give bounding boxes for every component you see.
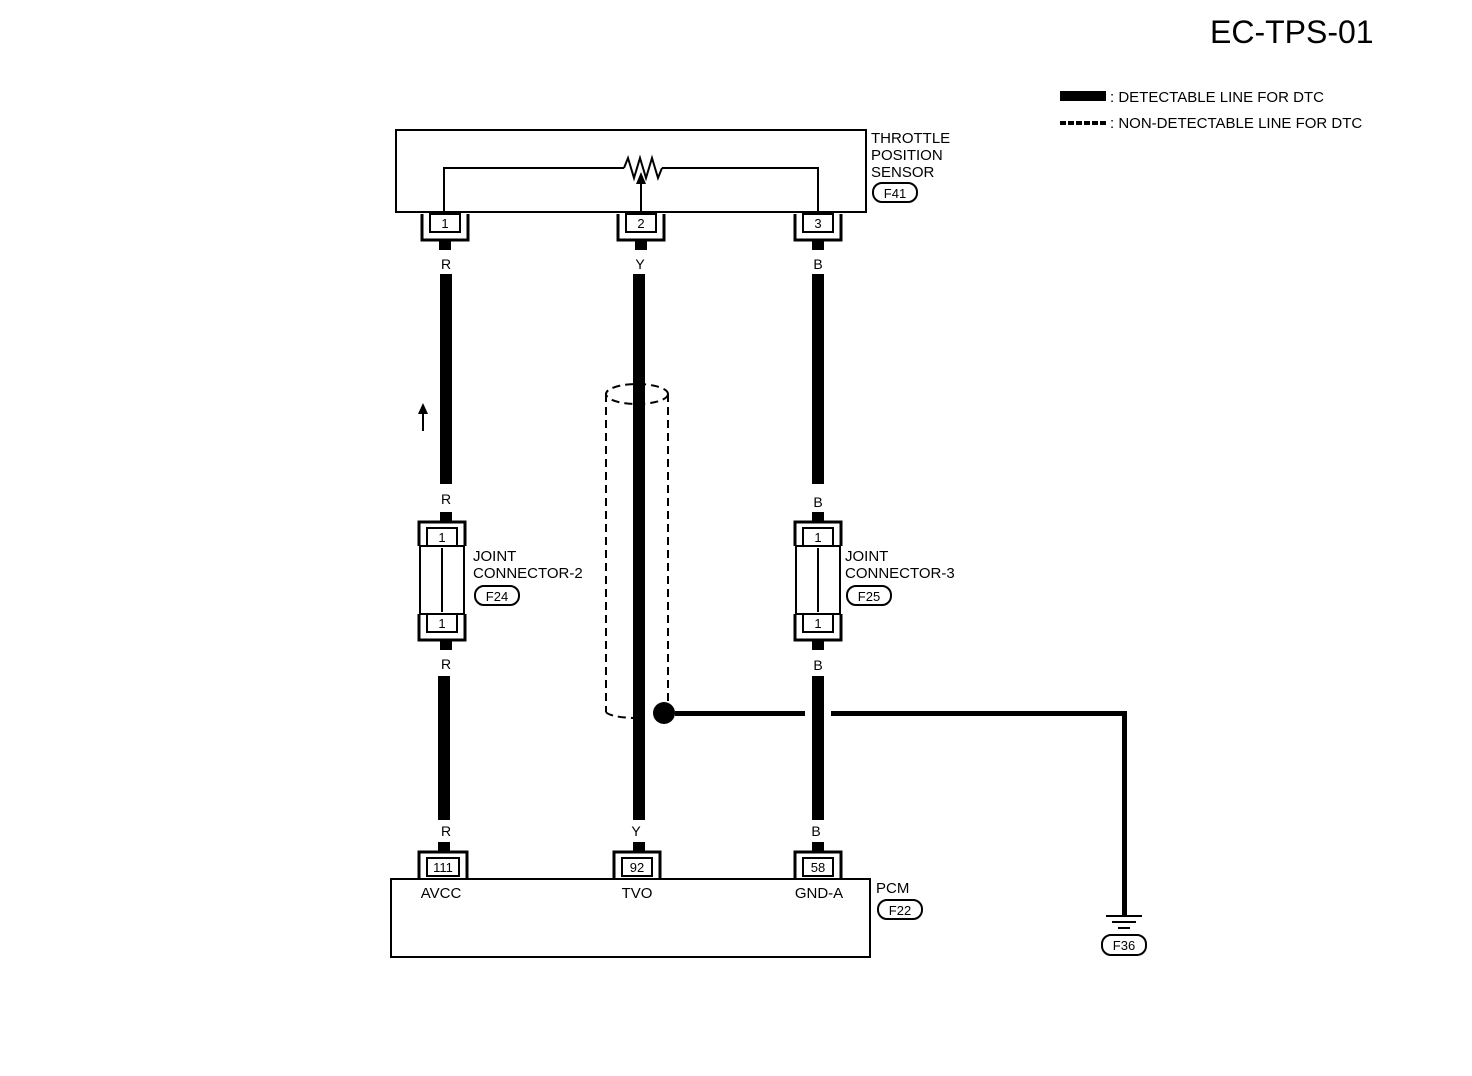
wire-middle-label-pcm: Y [631,823,641,839]
shield-ground-wire [675,711,1127,916]
sensor-connector-label: F41 [884,186,906,201]
legend: : DETECTABLE LINE FOR DTC : NON-DETECTAB… [1060,89,1362,132]
ground-icon: F36 [1101,915,1147,956]
joint3-pin-top-label: 1 [814,530,821,545]
sensor-pin-2-label: 2 [637,216,644,231]
legend-non-detectable-label: : NON-DETECTABLE LINE FOR DTC [1110,115,1362,132]
wire-right-segment-upper [812,274,824,484]
pcm-terminal-avcc: AVCC [421,885,462,902]
ground-connector-label: F36 [1113,938,1135,953]
pcm-pin-92-label: 92 [630,860,644,875]
joint3-name-line2: CONNECTOR-3 [845,565,955,582]
sensor-internal-wire-left [443,167,624,212]
sensor-connector-badge [872,182,918,203]
sensor-pin-2: 2 [616,213,666,250]
resistor-icon [623,154,663,182]
legend-detectable-label: : DETECTABLE LINE FOR DTC [1110,89,1324,106]
sensor-pin-3: 3 [793,213,843,250]
joint2-pin-bottom-label: 1 [438,616,445,631]
pcm: AVCC TVO GND-A PCM F22 [390,878,923,958]
joint3-pin-bottom-label: 1 [814,616,821,631]
pcm-pin-111: 111 [417,842,469,878]
wire-left-label-top: R [441,256,451,272]
wire-right-label-pcm: B [811,823,820,839]
pcm-name: PCM [876,880,909,897]
joint3-connector-badge [846,585,892,606]
pcm-pin-111-label: 111 [433,860,453,875]
sensor-pin-3-label: 3 [814,216,821,231]
throttle-position-sensor: THROTTLE POSITION SENSOR F41 [395,129,950,213]
pcm-terminal-tvo: TVO [622,885,653,902]
legend-detectable-swatch [1060,91,1106,101]
pcm-connector-badge [877,899,923,920]
sensor-body [395,129,867,213]
sensor-pin-1: 1 [420,213,470,250]
wire-right-label-joint-bottom: B [813,657,822,673]
wire-left-segment-lower [438,676,450,820]
diagram-title: EC-TPS-01 [1210,14,1374,50]
shield [605,383,669,720]
wire-middle [633,274,645,820]
wire-left-segment-upper [440,274,452,484]
pcm-pin-92: 92 [612,842,662,878]
wire-left-label-joint-top: R [441,491,451,507]
wiper-arrow-icon [636,172,646,184]
wire-middle-label-top: Y [635,256,645,272]
joint2-name-line2: CONNECTOR-2 [473,565,583,582]
pcm-pin-58-label: 58 [811,860,825,875]
wire-right-label-top: B [813,256,822,272]
joint-connector-3: 1 1 JOINT CONNECTOR-3 F25 [793,512,955,650]
up-arrow-icon [418,403,428,414]
joint2-connector-label: F24 [486,589,508,604]
pcm-connector-label: F22 [889,903,911,918]
pcm-body [390,878,871,958]
wire-left-label-joint-bottom: R [441,656,451,672]
sensor-name-line2: POSITION [871,147,943,164]
joint-connector-2: 1 1 JOINT CONNECTOR-2 F24 [417,512,583,650]
joint2-connector-badge [474,585,520,606]
ground-connector-badge [1101,934,1147,956]
sensor-internal-wire-right [662,167,819,212]
joint2-pin-top-label: 1 [438,530,445,545]
wire-left-label-pcm: R [441,823,451,839]
sensor-name-line1: THROTTLE [871,130,950,147]
sensor-pin-1-label: 1 [441,216,448,231]
joint3-connector-label: F25 [858,589,880,604]
pcm-terminal-gnd-a: GND-A [795,885,843,902]
joint2-name-line1: JOINT [473,548,516,565]
sensor-name-line3: SENSOR [871,164,935,181]
pcm-pin-58: 58 [793,842,843,878]
wire-right-label-joint-top: B [813,494,822,510]
wire-right-segment-lower [812,676,824,820]
joint3-name-line1: JOINT [845,548,888,565]
shield-ground-junction [653,702,675,724]
